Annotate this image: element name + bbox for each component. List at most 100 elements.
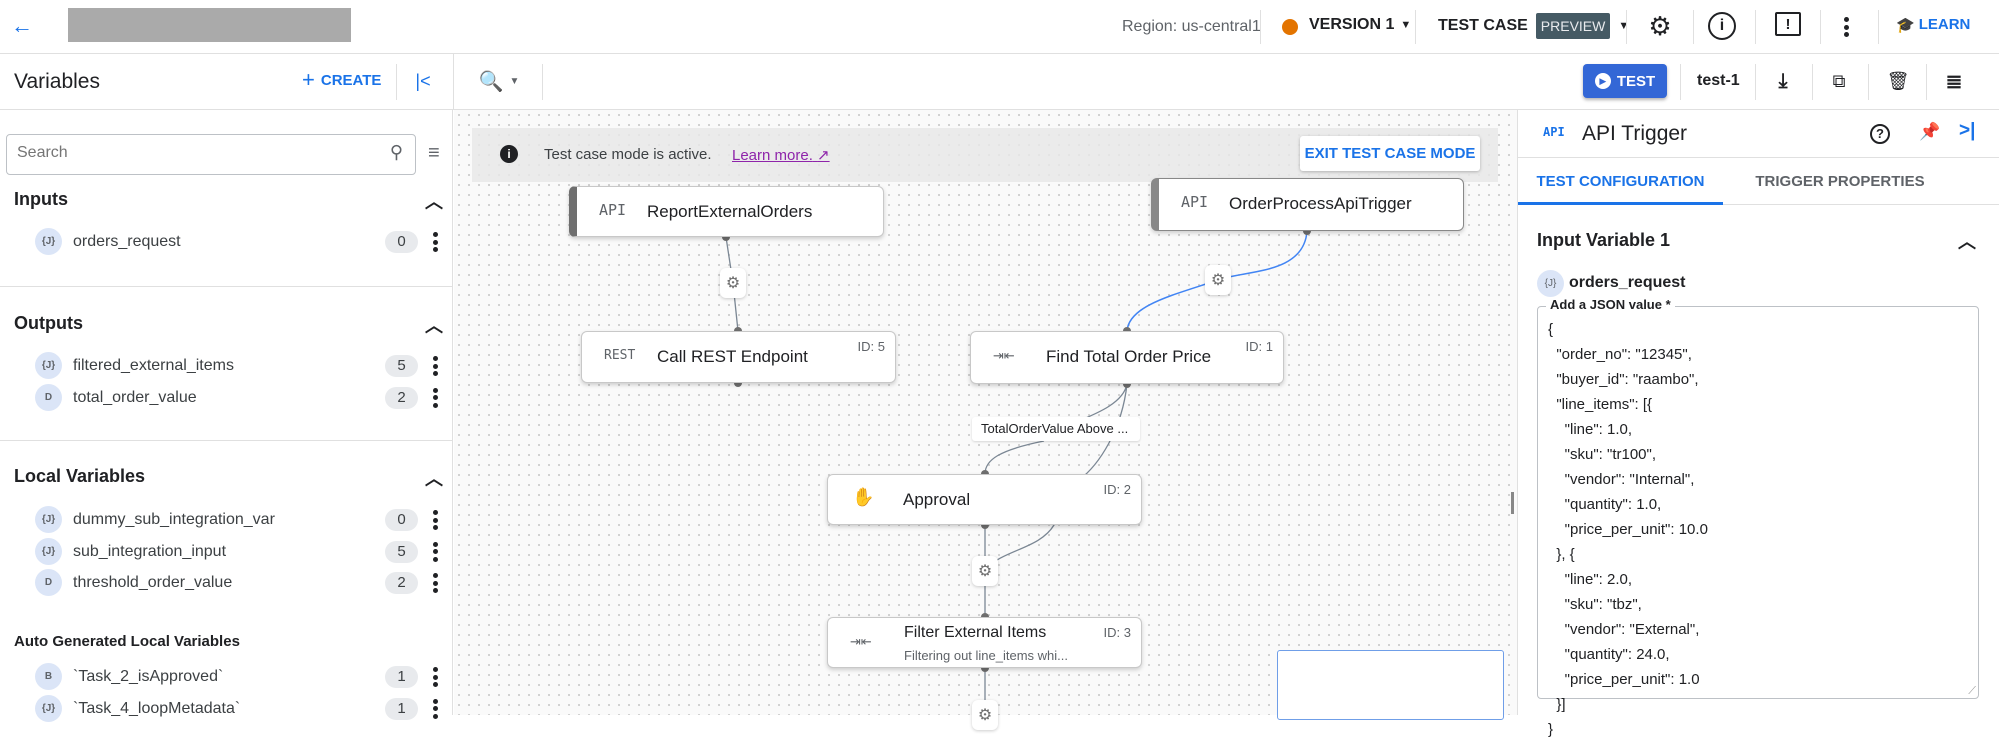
- learn-more-label: Learn more.: [732, 147, 813, 164]
- search-field[interactable]: ⚲: [6, 134, 416, 175]
- download-icon[interactable]: ⤓: [1778, 69, 1788, 92]
- toolbar: Variables +CREATE |< 🔍▼ ▶ TEST test-1 ⤓ …: [0, 54, 1999, 110]
- variable-row[interactable]: {J} orders_request 0: [0, 227, 453, 257]
- minimap[interactable]: [1277, 650, 1504, 720]
- edge-condition-label[interactable]: TotalOrderValue Above ...: [972, 417, 1140, 441]
- usage-count-badge: 5: [385, 540, 418, 563]
- info-icon[interactable]: i: [1708, 12, 1736, 40]
- node-subtitle: Filtering out line_items whi...: [904, 648, 1069, 663]
- usage-count-badge: 2: [385, 572, 418, 594]
- test-label: TEST: [1616, 72, 1656, 90]
- edge-condition-gear-icon[interactable]: ⚙: [1205, 265, 1231, 295]
- json-line: }, {: [1548, 546, 1575, 563]
- node-filter-external-items[interactable]: ⇥⇤ Filter External Items Filtering out l…: [827, 617, 1142, 668]
- variable-name: sub_integration_input: [73, 542, 227, 560]
- sort-filter-icon[interactable]: ≡: [428, 142, 440, 164]
- more-options-icon[interactable]: [428, 385, 442, 411]
- json-value-textarea[interactable]: Add a JSON value * { "order_no": "12345"…: [1537, 297, 1979, 738]
- panel-header: API API Trigger ? 📌 >|: [1518, 110, 1999, 158]
- caret-down-icon: ▼: [1618, 20, 1630, 32]
- external-link-icon: ↗: [817, 147, 830, 164]
- more-options-icon[interactable]: [428, 539, 442, 565]
- node-id: ID: 2: [1103, 482, 1131, 497]
- chevron-up-icon[interactable]: ︿: [1958, 232, 1976, 252]
- tab-test-configuration[interactable]: TEST CONFIGURATION: [1518, 158, 1723, 205]
- test-button[interactable]: ▶ TEST: [1583, 64, 1667, 98]
- variable-row[interactable]: {J} `Task_4_loopMetadata` 1: [0, 694, 453, 724]
- api-trigger-panel: API API Trigger ? 📌 >| TEST CONFIGURATIO…: [1511, 110, 1999, 738]
- node-call-rest-endpoint[interactable]: REST Call REST Endpoint ID: 5: [581, 331, 896, 383]
- variable-type-icon: D: [35, 569, 62, 596]
- chevron-up-icon[interactable]: ︿: [425, 192, 443, 212]
- api-icon: API: [1543, 125, 1565, 139]
- chevron-up-icon[interactable]: ︿: [425, 469, 443, 489]
- help-icon[interactable]: ?: [1870, 124, 1890, 144]
- variable-name: `Task_2_isApproved`: [73, 668, 224, 685]
- node-title: OrderProcessApiTrigger: [1229, 194, 1412, 213]
- variable-row[interactable]: {J} filtered_external_items 5: [0, 351, 453, 381]
- edge-condition-gear-icon[interactable]: ⚙: [972, 700, 998, 730]
- delete-icon[interactable]: 🗑: [1886, 70, 1910, 91]
- more-options-icon[interactable]: [428, 570, 442, 596]
- learn-button[interactable]: 🎓LEARN: [1896, 16, 1970, 34]
- variable-row[interactable]: B `Task_2_isApproved` 1: [0, 662, 453, 692]
- variable-row[interactable]: {J} sub_integration_input 5: [0, 537, 453, 567]
- zoom-dropdown[interactable]: 🔍▼: [474, 66, 524, 96]
- variable-name: dummy_sub_integration_var: [73, 511, 275, 528]
- test-case-name[interactable]: test-1: [1697, 72, 1740, 89]
- node-title: Filter External Items: [904, 624, 1047, 641]
- more-options-icon[interactable]: [428, 507, 442, 533]
- local-variables-header: Local Variables: [14, 466, 146, 486]
- play-icon: ▶: [1594, 73, 1611, 89]
- test-case-dropdown[interactable]: TEST CASE PREVIEW ▼: [1438, 13, 1629, 39]
- create-variable-button[interactable]: +CREATE: [302, 69, 382, 91]
- search-input[interactable]: [17, 144, 357, 162]
- copy-icon[interactable]: ⧉: [1832, 70, 1846, 91]
- node-approval[interactable]: ✋ Approval ID: 2: [827, 474, 1142, 525]
- node-report-external-orders[interactable]: API ReportExternalOrders: [569, 186, 884, 237]
- edge-condition-gear-icon[interactable]: ⚙: [720, 268, 746, 298]
- collapse-panel-icon[interactable]: |<: [415, 70, 431, 91]
- variable-row[interactable]: {J} dummy_sub_integration_var 0: [0, 505, 453, 535]
- more-options-icon[interactable]: [428, 353, 442, 379]
- pin-icon[interactable]: 📌: [1919, 122, 1941, 141]
- usage-count-badge: 1: [385, 666, 418, 688]
- json-line: "line": 1.0,: [1548, 421, 1633, 438]
- more-options-icon[interactable]: [428, 664, 442, 690]
- data-mapping-icon: ⇥⇤: [850, 635, 872, 650]
- resize-handle-icon[interactable]: ⟋: [1968, 685, 1976, 697]
- create-label: CREATE: [320, 72, 382, 89]
- variable-name: orders_request: [73, 233, 181, 250]
- variable-row[interactable]: D threshold_order_value 2: [0, 568, 453, 598]
- collapse-right-panel-icon[interactable]: >|: [1959, 120, 1976, 141]
- region-label: Region: us-central1: [1122, 18, 1261, 35]
- json-line: "vendor": "External",: [1548, 621, 1700, 638]
- node-id: ID: 1: [1245, 339, 1273, 354]
- panel-resize-handle[interactable]: [1511, 492, 1514, 514]
- json-line: "price_per_unit": 1.0: [1548, 671, 1700, 688]
- version-dropdown[interactable]: VERSION 1▼: [1309, 16, 1411, 34]
- back-arrow-icon[interactable]: ←: [11, 13, 33, 38]
- redacted-title: [68, 8, 351, 42]
- json-type-icon: {J}: [1537, 270, 1564, 297]
- settings-gear-icon[interactable]: ⚙: [1648, 10, 1672, 41]
- more-options-icon[interactable]: [428, 229, 442, 255]
- chevron-up-icon[interactable]: ︿: [425, 316, 443, 336]
- node-order-process-api-trigger[interactable]: API OrderProcessApiTrigger: [1151, 178, 1464, 231]
- preview-badge: PREVIEW: [1535, 13, 1611, 39]
- variable-row[interactable]: D total_order_value 2: [0, 383, 453, 413]
- list-icon[interactable]: ≣: [1945, 70, 1963, 93]
- variable-name: threshold_order_value: [73, 574, 233, 591]
- feedback-icon[interactable]: !: [1775, 12, 1801, 36]
- flow-canvas[interactable]: i Test case mode is active. Learn more. …: [454, 110, 1517, 730]
- edge-condition-gear-icon[interactable]: ⚙: [972, 556, 998, 586]
- node-find-total-order-price[interactable]: ⇥⇤ Find Total Order Price ID: 1: [970, 331, 1284, 384]
- learn-more-link[interactable]: Learn more. ↗: [732, 146, 830, 164]
- exit-test-case-mode-button[interactable]: EXIT TEST CASE MODE: [1300, 136, 1480, 171]
- search-icon[interactable]: ⚲: [389, 142, 403, 162]
- more-options-icon[interactable]: [1839, 14, 1853, 40]
- outputs-header: Outputs: [14, 313, 83, 333]
- usage-count-badge: 5: [385, 355, 418, 377]
- more-options-icon[interactable]: [428, 696, 442, 722]
- tab-trigger-properties[interactable]: TRIGGER PROPERTIES: [1755, 173, 1925, 190]
